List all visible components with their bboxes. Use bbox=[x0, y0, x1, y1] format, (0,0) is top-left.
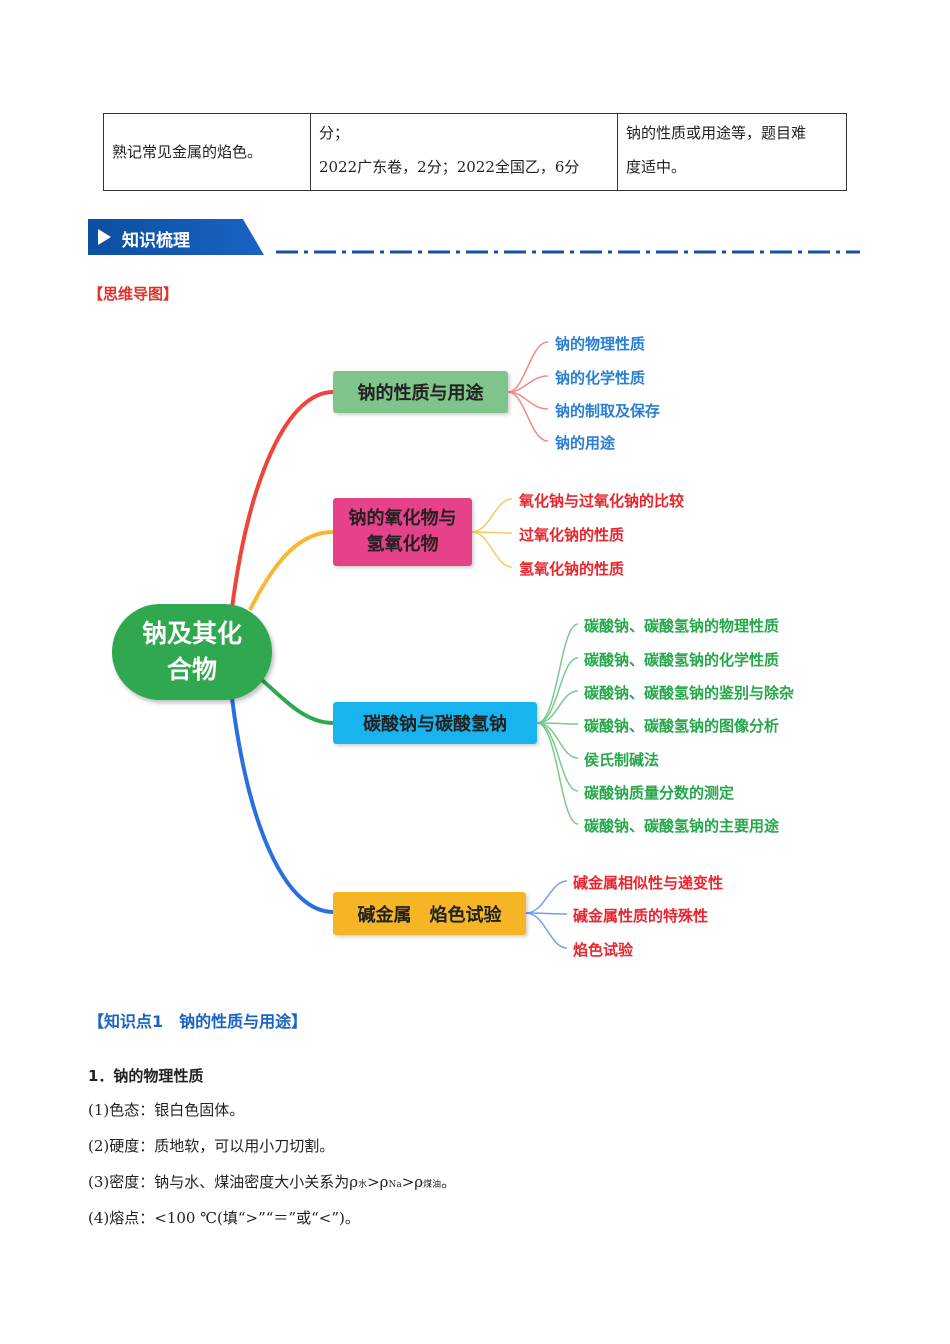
info-table: 熟记常见金属的焰色。 分； 2022广东卷，2分；2022全国乙，6分 钠的性质… bbox=[103, 113, 847, 191]
leaf-item: 焰色试验 bbox=[573, 941, 634, 959]
leaf-item: 钠的制取及保存 bbox=[555, 402, 661, 420]
leaf-item: 碱金属性质的特殊性 bbox=[573, 907, 709, 925]
leaf-connector bbox=[471, 498, 513, 533]
mindmap-root: 钠及其化合物 bbox=[112, 604, 272, 700]
leaf-item: 碳酸钠、碳酸氢钠的化学性质 bbox=[584, 651, 780, 669]
branch-node-alkali-metals: 碱金属 焰色试验 bbox=[333, 892, 526, 935]
section-heading: 1．钠的物理性质 bbox=[88, 1067, 204, 1085]
cell-text: 钠的性质或用途等，题目难 bbox=[626, 124, 807, 142]
cell-text: 2022广东卷，2分；2022全国乙，6分 bbox=[319, 158, 580, 176]
table-cell: 熟记常见金属的焰色。 bbox=[103, 113, 311, 191]
text: >ρ bbox=[401, 1173, 424, 1191]
section-banner: 知识梳理 bbox=[88, 219, 264, 255]
leaf-connector bbox=[525, 912, 568, 949]
paragraph: (1)色态：银白色固体。 bbox=[88, 1101, 245, 1119]
branch-node-sodium-properties: 钠的性质与用途 bbox=[333, 371, 508, 413]
leaf-connector bbox=[536, 722, 579, 825]
cell-text: 度适中。 bbox=[626, 158, 687, 176]
paragraph-density: (3)密度：钠与水、煤油密度大小关系为ρ水>ρNa>ρ煤油。 bbox=[88, 1171, 456, 1192]
branch-node-oxides-hydroxides: 钠的氧化物与氢氧化物 bbox=[333, 498, 472, 566]
leaf-item: 过氧化钠的性质 bbox=[519, 526, 625, 544]
dash-divider bbox=[276, 250, 860, 254]
cell-text: 熟记常见金属的焰色。 bbox=[112, 143, 263, 161]
leaf-item: 钠的化学性质 bbox=[555, 369, 646, 387]
leaf-item: 碳酸钠、碳酸氢钠的物理性质 bbox=[584, 617, 780, 635]
text: 。 bbox=[441, 1173, 457, 1191]
leaf-item: 钠的用途 bbox=[555, 434, 616, 452]
leaf-item: 碳酸钠、碳酸氢钠的鉴别与除杂 bbox=[584, 684, 795, 702]
table-cell: 钠的性质或用途等，题目难 度适中。 bbox=[617, 113, 847, 191]
leaf-connector bbox=[536, 623, 579, 724]
leaf-item: 碳酸钠质量分数的测定 bbox=[584, 784, 735, 802]
text: >ρ bbox=[367, 1173, 389, 1191]
connector-line bbox=[260, 678, 334, 725]
leaf-connector bbox=[507, 375, 549, 393]
text: (3)密度：钠与水、煤油密度大小关系为ρ bbox=[88, 1173, 359, 1191]
banner-title: 知识梳理 bbox=[122, 231, 190, 251]
table-cell: 分； 2022广东卷，2分；2022全国乙，6分 bbox=[310, 113, 618, 191]
mindmap-heading: 【思维导图】 bbox=[88, 285, 179, 303]
leaf-item: 碳酸钠、碳酸氢钠的图像分析 bbox=[584, 717, 780, 735]
leaf-item: 钠的物理性质 bbox=[555, 335, 646, 353]
cell-text: 分； bbox=[319, 124, 350, 142]
branch-label: 钠的氧化物与氢氧化物 bbox=[348, 508, 457, 555]
knowledge-point-title: 【知识点1 钠的性质与用途】 bbox=[88, 1012, 308, 1031]
paragraph: (2)硬度：质地软，可以用小刀切割。 bbox=[88, 1137, 335, 1155]
leaf-item: 侯氏制碱法 bbox=[584, 751, 660, 769]
connector-line bbox=[230, 697, 334, 914]
leaf-item: 氢氧化钠的性质 bbox=[519, 560, 625, 578]
table-row: 熟记常见金属的焰色。 分； 2022广东卷，2分；2022全国乙，6分 钠的性质… bbox=[103, 113, 847, 191]
leaf-item: 碳酸钠、碳酸氢钠的主要用途 bbox=[584, 817, 780, 835]
branch-label: 碳酸钠与碳酸氢钠 bbox=[363, 714, 507, 735]
leaf-connector bbox=[536, 690, 579, 724]
mindmap-connectors bbox=[230, 341, 579, 949]
branch-node-carbonates: 碳酸钠与碳酸氢钠 bbox=[333, 702, 537, 744]
leaf-connector bbox=[471, 531, 513, 568]
root-label: 钠及其化合物 bbox=[142, 619, 243, 684]
subscript: 水 bbox=[358, 1180, 368, 1190]
subscript: 煤油 bbox=[423, 1180, 442, 1190]
leaf-connector bbox=[536, 657, 579, 724]
leaf-item: 碱金属相似性与递变性 bbox=[573, 874, 724, 892]
branch-label: 碱金属 焰色试验 bbox=[357, 904, 502, 926]
connector-line bbox=[230, 390, 334, 609]
leaf-connector bbox=[507, 391, 549, 442]
leaf-item: 氧化钠与过氧化钠的比较 bbox=[519, 492, 685, 510]
connector-line bbox=[248, 530, 334, 611]
paragraph: (4)熔点：<100 ℃(填“>”“＝”或“<”)。 bbox=[88, 1209, 360, 1227]
leaf-connector bbox=[525, 880, 568, 914]
subscript: Na bbox=[388, 1180, 402, 1190]
leaf-connector bbox=[507, 341, 549, 393]
play-arrow-icon bbox=[98, 229, 111, 245]
branch-label: 钠的性质与用途 bbox=[357, 383, 484, 404]
